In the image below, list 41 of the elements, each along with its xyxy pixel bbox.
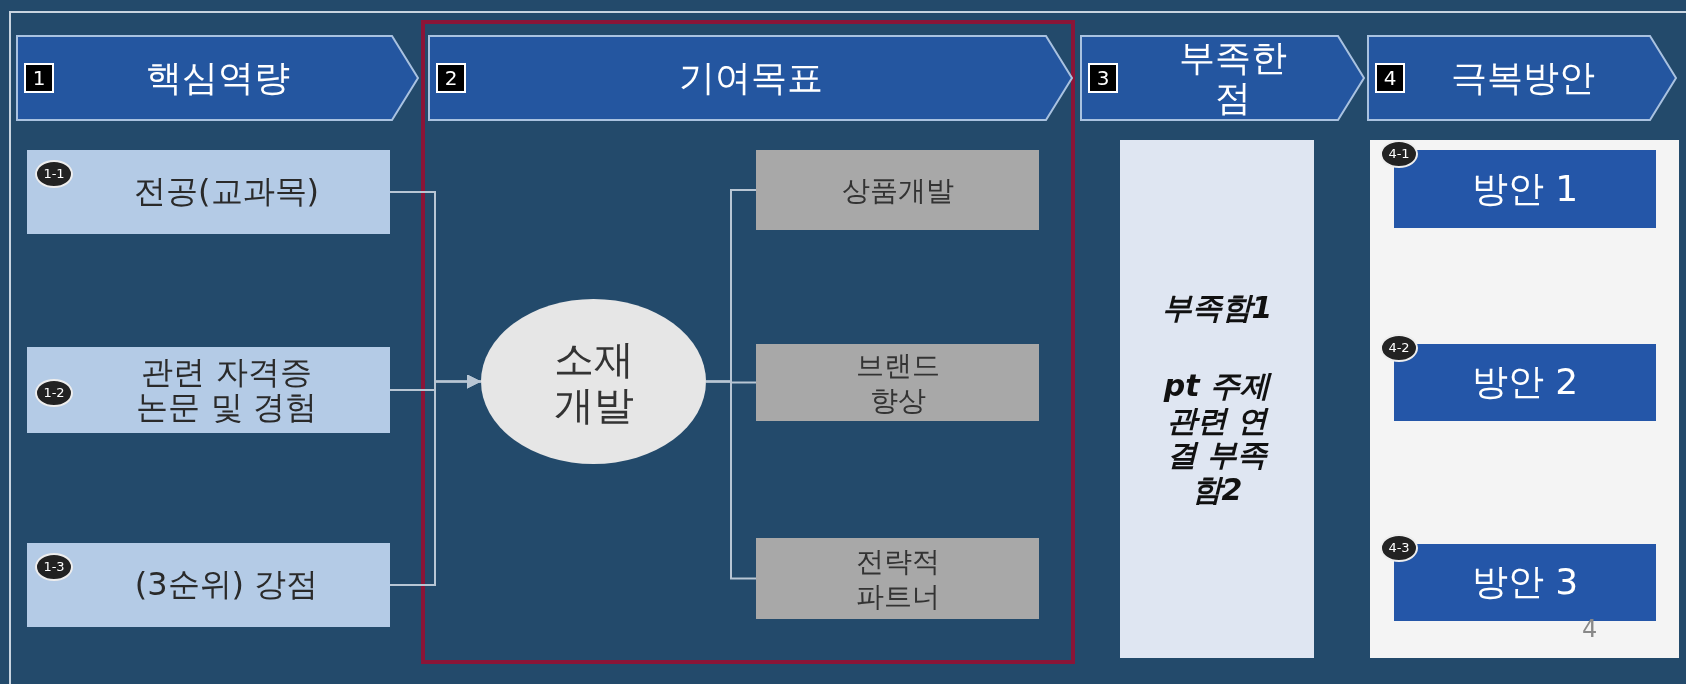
goal-box — [756, 538, 1039, 619]
solution-text: 방안 3 — [1471, 560, 1579, 604]
number-badge: 2 — [436, 63, 466, 93]
weakness-text: pt 주제 관련 연결 부족함2 — [1162, 369, 1273, 508]
weakness-panel — [1120, 140, 1314, 658]
goal-text: 전략적 파트너 — [854, 543, 941, 614]
solution-text: 방안 1 — [1471, 166, 1579, 211]
strength-box — [27, 543, 390, 627]
number-badge: 3 — [1088, 63, 1118, 93]
goal-box — [756, 344, 1039, 421]
weakness-text: 부족함1 — [1160, 290, 1274, 326]
item-text: 관련 자격증 논문 및 경험 — [135, 354, 318, 426]
number-badge: 1-2 — [35, 379, 73, 407]
number-badge: 4 — [1375, 63, 1405, 93]
number-badge: 4-2 — [1380, 334, 1418, 362]
number-badge: 4-3 — [1380, 534, 1418, 562]
header-title: 부족한 점 — [1178, 38, 1288, 118]
strength-box — [27, 150, 390, 234]
chevron-header — [1080, 35, 1366, 121]
header-title: 기여목표 — [679, 55, 823, 100]
item-text: 전공(교과목) — [134, 174, 319, 210]
goal-box — [756, 150, 1039, 230]
item-text: (3순위) 강점 — [134, 567, 319, 603]
header-title: 핵심역량 — [146, 55, 290, 100]
chevron-header — [16, 35, 420, 121]
strength-box — [27, 347, 390, 433]
goal-text: 브랜드 향상 — [854, 347, 941, 418]
ellipse-text: 소재 개발 — [552, 335, 635, 428]
header-title: 극복방안 — [1450, 55, 1595, 100]
arrow — [389, 374, 482, 586]
number-badge: 1-3 — [35, 553, 73, 581]
chevron-header — [428, 35, 1074, 121]
goal-text: 상품개발 — [840, 172, 955, 208]
connector-line — [705, 380, 757, 580]
solution-panel — [1370, 140, 1679, 658]
number-badge: 4-1 — [1380, 140, 1418, 168]
number-badge: 1-1 — [35, 160, 73, 188]
number-badge: 1 — [24, 63, 54, 93]
page-number: 4 — [1582, 615, 1598, 643]
solution-text: 방안 2 — [1471, 360, 1579, 404]
chevron-header — [1367, 35, 1678, 121]
